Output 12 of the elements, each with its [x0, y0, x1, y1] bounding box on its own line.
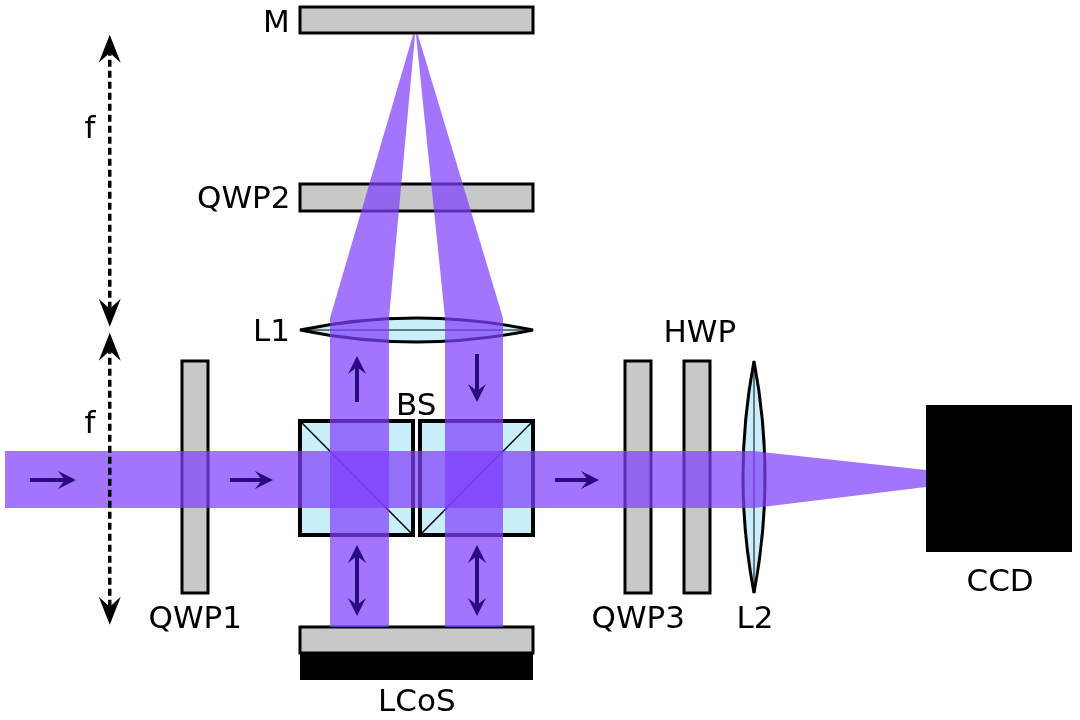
component-label: L1 — [253, 314, 290, 346]
component-label: BS — [396, 388, 437, 420]
component-label: HWP — [663, 315, 737, 347]
component-label: QWP1 — [148, 601, 242, 633]
component-label: QWP2 — [197, 181, 291, 213]
dimension-label: f — [84, 406, 96, 438]
component-label: LCoS — [378, 684, 456, 716]
component-label: CCD — [966, 564, 1034, 596]
component-label: QWP3 — [591, 601, 685, 633]
component-label: M — [263, 5, 290, 37]
dimension-label: f — [84, 111, 96, 143]
component-label: L2 — [736, 601, 774, 633]
